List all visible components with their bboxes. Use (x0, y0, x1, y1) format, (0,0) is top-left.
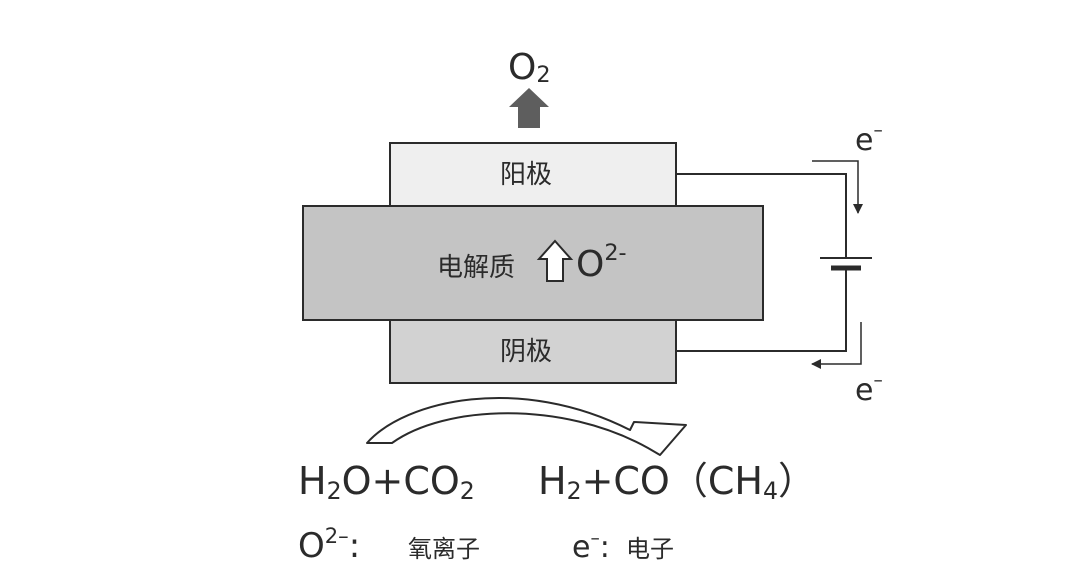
electron-label-top: e– (855, 120, 883, 158)
electrolyte-block (302, 205, 764, 321)
oxygen-release-arrow (509, 88, 549, 128)
legend-oxygen-ion-name: 氧离子 (408, 535, 480, 563)
legend-electron-symbol: e–: (572, 528, 610, 565)
legend-oxygen-ion-symbol: O2–: (298, 523, 360, 566)
electron-flow-arrow-top (812, 160, 863, 214)
conversion-arrow (366, 397, 687, 456)
electron-label-bottom: e– (855, 370, 883, 408)
electrolyte-label: 电解质 (437, 253, 515, 283)
circuit-wire-top (676, 173, 847, 258)
electron-flow-arrow-bottom (811, 322, 862, 369)
products-formula: H2+CO（CH4） (538, 459, 816, 505)
circuit-wire-bottom (676, 268, 847, 352)
cathode-block (389, 319, 677, 384)
cathode-label: 阴极 (500, 337, 552, 367)
legend-electron-name: 电子 (626, 535, 674, 563)
reactants-formula: H2O+CO2 (298, 459, 475, 505)
oxygen-ion-migration-arrow (536, 239, 574, 282)
oxygen-output-label: O2 (508, 47, 551, 88)
anode-block (389, 142, 677, 207)
anode-label: 阳极 (500, 160, 552, 190)
oxygen-ion-label: O2- (576, 240, 627, 285)
